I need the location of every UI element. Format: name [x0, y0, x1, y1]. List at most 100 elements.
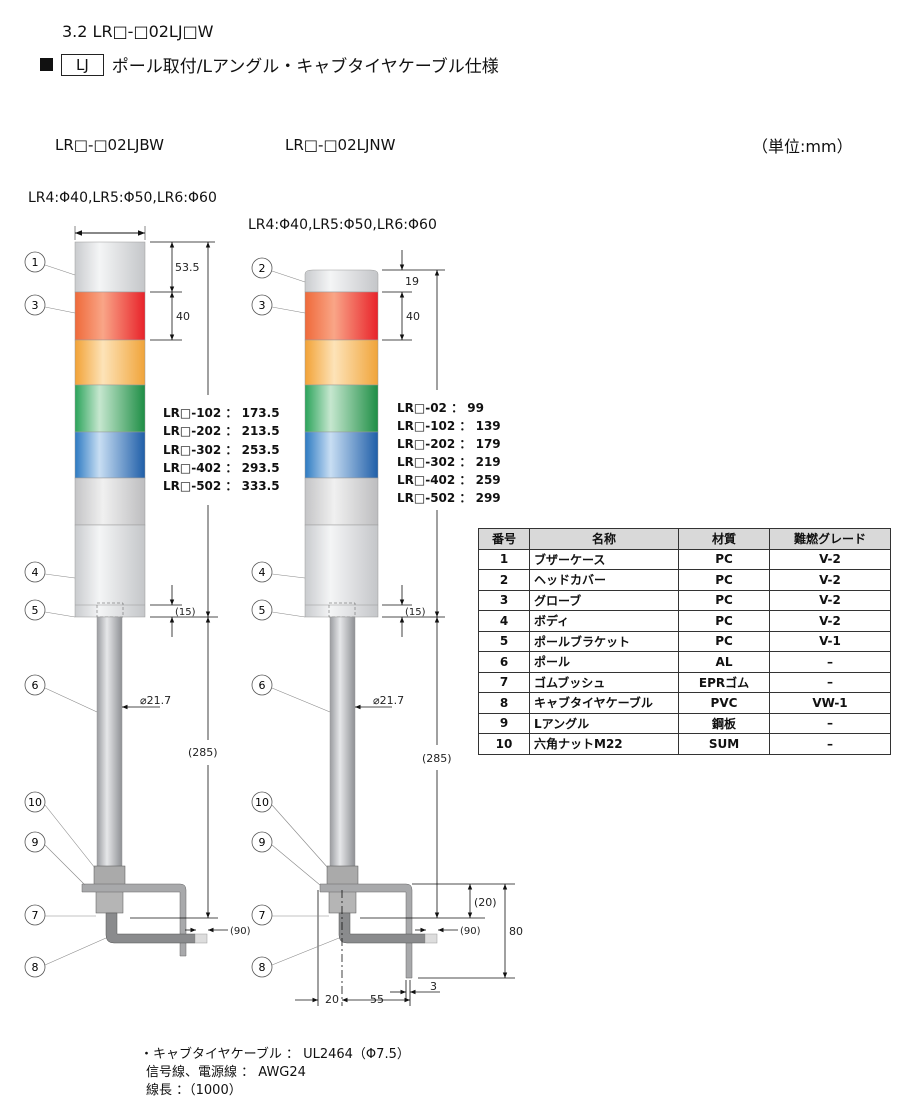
callout-number: 8 [32, 961, 39, 974]
height-item: LR□-402 ： 259 [397, 473, 501, 487]
dim-cap-left: 53.5 [175, 261, 200, 274]
part-grade: – [769, 733, 891, 755]
body [74, 524, 146, 618]
part-name: 六角ナットM22 [529, 733, 679, 755]
red-tier [74, 291, 146, 341]
callouts-right: 2 3 4 5 6 10 9 7 8 [251, 257, 340, 978]
body [304, 524, 379, 618]
dim-bracket-left: (15) [175, 607, 196, 618]
part-name: ヘッドカバー [529, 569, 679, 591]
part-grade: V-2 [769, 548, 891, 570]
part-no: 10 [478, 733, 530, 755]
buzzer-case [74, 241, 146, 293]
height-item: LR□-302 ： 219 [397, 455, 501, 469]
diameter-note-left: LR4:Φ40,LR5:Φ50,LR6:Φ60 [28, 190, 217, 206]
dims-left [122, 241, 228, 933]
header-grade: 難燃グレード [769, 528, 891, 550]
part-no: 2 [478, 569, 530, 591]
callout-number: 9 [259, 836, 266, 849]
callout-number: 7 [259, 909, 266, 922]
part-no: 8 [478, 692, 530, 714]
height-item: LR□-02 ： 99 [397, 401, 484, 415]
callouts-left: 1 3 4 5 6 10 9 7 8 [24, 251, 107, 978]
part-grade: V-2 [769, 610, 891, 632]
height-item: LR□-502 ： 299 [397, 491, 501, 505]
diameter-note-right: LR4:Φ40,LR5:Φ50,LR6:Φ60 [248, 217, 437, 233]
height-item: LR□-502 ： 333.5 [163, 479, 280, 493]
dim-cable-right: (90) [460, 926, 481, 937]
height-item: LR□-202 ： 179 [397, 437, 501, 451]
table-header: 番号 名称 材質 難燃グレード [478, 528, 891, 550]
part-grade: VW-1 [769, 692, 891, 714]
part-grade: V-2 [769, 569, 891, 591]
dims-right [295, 250, 515, 1006]
dim-tier-right: 40 [406, 310, 420, 323]
dim-pole-dia-left: ⌀21.7 [140, 694, 171, 707]
dim-angle-height: 80 [509, 925, 523, 938]
part-material: PC [678, 548, 770, 570]
dim-angle-width: 55 [370, 993, 384, 1006]
part-no: 4 [478, 610, 530, 632]
part-no: 1 [478, 548, 530, 570]
pole [329, 616, 356, 873]
part-no: 7 [478, 671, 530, 693]
dim-cable-left: (90) [230, 926, 251, 937]
section-title: 3.2 LR□-□02LJ□W [62, 22, 214, 41]
callout-number: 8 [259, 961, 266, 974]
dim-pole-dia-right: ⌀21.7 [373, 694, 404, 707]
l-angle [319, 883, 413, 979]
height-list-right: LR□-02 ： 99 LR□-102 ： 139 LR□-202 ： 179 … [397, 401, 501, 505]
part-name: Lアングル [529, 712, 679, 734]
part-material: 鋼板 [678, 712, 770, 734]
dim-angle-gap: (20) [474, 896, 497, 909]
part-name: ポールブラケット [529, 630, 679, 652]
amber-tier [304, 339, 379, 386]
subtitle-text: ポール取付/Lアングル・キャブタイヤケーブル仕様 [111, 57, 499, 77]
clear-tier [74, 477, 146, 526]
code-box: LJ [61, 53, 104, 76]
model-right: LR□-□02LJNW [285, 136, 396, 154]
cable [338, 912, 426, 944]
callout-number: 3 [259, 299, 266, 312]
amber-tier [74, 339, 146, 386]
header-material: 材質 [678, 528, 770, 550]
part-name: グローブ [529, 589, 679, 611]
part-grade: V-1 [769, 630, 891, 652]
part-no: 6 [478, 651, 530, 673]
blue-tier [74, 431, 146, 479]
callout-number: 5 [32, 604, 39, 617]
part-name: ゴムブッシュ [529, 671, 679, 693]
callout-number: 2 [259, 262, 266, 275]
height-item: LR□-102 ： 139 [397, 419, 501, 433]
part-no: 5 [478, 630, 530, 652]
part-name: ボディ [529, 610, 679, 632]
model-left: LR□-□02LJBW [55, 136, 164, 154]
header-no: 番号 [478, 528, 530, 550]
dim-pole-right: (285) [422, 752, 452, 765]
height-list-left: LR□-102 ： 173.5 LR□-202 ： 213.5 LR□-302 … [163, 406, 280, 493]
cable [105, 912, 196, 944]
header-name: 名称 [529, 528, 679, 550]
callout-number: 10 [255, 796, 269, 809]
green-tier [74, 384, 146, 433]
dim-bracket-right: (15) [405, 607, 426, 618]
part-name: キャブタイヤケーブル [529, 692, 679, 714]
callout-number: 6 [259, 679, 266, 692]
tower-left [74, 226, 208, 957]
dim-cap-right: 19 [405, 275, 419, 288]
part-grade: V-2 [769, 589, 891, 611]
part-material: EPRゴム [678, 671, 770, 693]
part-material: PC [678, 569, 770, 591]
callout-number: 5 [259, 604, 266, 617]
part-material: PC [678, 610, 770, 632]
tower-right [304, 269, 438, 979]
part-material: SUM [678, 733, 770, 755]
